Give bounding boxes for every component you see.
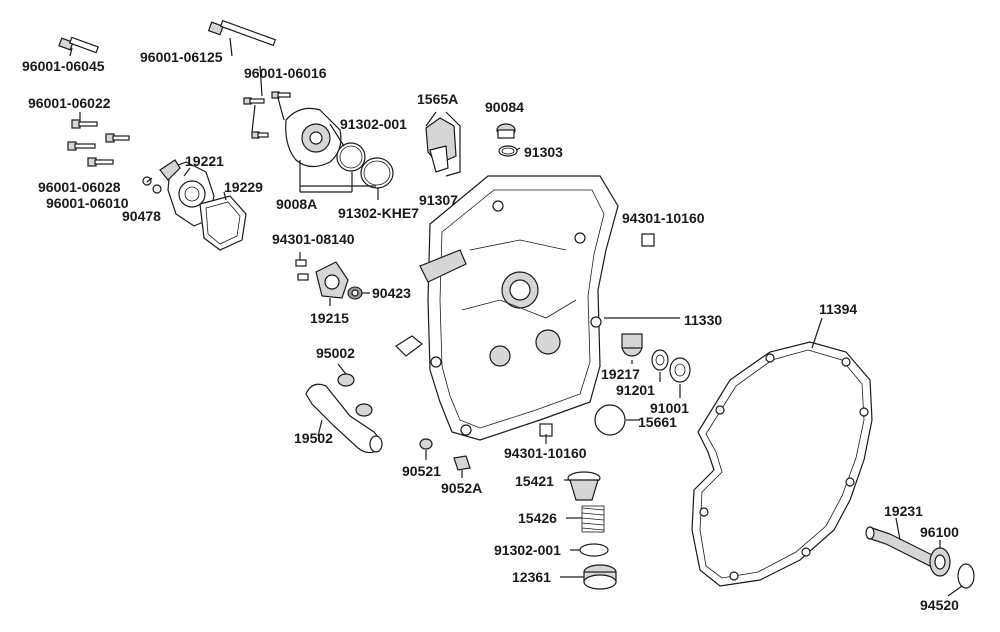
label-19502: 19502 bbox=[294, 430, 333, 446]
label-19217: 19217 bbox=[601, 366, 640, 382]
label-91303: 91303 bbox=[524, 144, 563, 160]
hose-19502 bbox=[305, 383, 383, 454]
label-9052A: 9052A bbox=[441, 480, 482, 496]
label-91302-001-bottom: 91302-001 bbox=[494, 542, 561, 558]
cap-12361 bbox=[583, 564, 617, 590]
label-91302-001-top: 91302-001 bbox=[340, 116, 407, 132]
gasket-19229 bbox=[199, 195, 247, 251]
label-1565A: 1565A bbox=[417, 91, 458, 107]
seal-90423 bbox=[347, 286, 363, 300]
label-94301-08140: 94301-08140 bbox=[272, 231, 355, 247]
water-pump-cover-19221 bbox=[159, 159, 215, 227]
label-90521: 90521 bbox=[402, 463, 441, 479]
label-11394: 11394 bbox=[819, 301, 857, 317]
label-15426: 15426 bbox=[518, 510, 557, 526]
label-96001-06016: 96001-06016 bbox=[244, 65, 327, 81]
bolt-9052A bbox=[453, 455, 471, 471]
label-91001: 91001 bbox=[650, 400, 689, 416]
bolt-96001-06045 bbox=[58, 36, 99, 54]
label-96001-06125: 96001-06125 bbox=[140, 49, 223, 65]
label-91201: 91201 bbox=[616, 382, 655, 398]
thermostat-housing-19215 bbox=[315, 261, 349, 299]
label-96001-06045: 96001-06045 bbox=[22, 58, 105, 74]
bearing-91001 bbox=[669, 357, 691, 383]
label-96001-06022: 96001-06022 bbox=[28, 95, 111, 111]
bolts-96001-06022 bbox=[67, 119, 130, 167]
label-11330: 11330 bbox=[684, 312, 722, 328]
pump-housing-9008A bbox=[285, 107, 394, 189]
spring-15426 bbox=[581, 505, 605, 533]
label-90478: 90478 bbox=[122, 208, 161, 224]
label-94520: 94520 bbox=[920, 597, 959, 613]
bearing-96100 bbox=[929, 547, 951, 577]
label-95002: 95002 bbox=[316, 345, 355, 361]
seal-91201 bbox=[651, 349, 669, 371]
seal-19217 bbox=[621, 333, 643, 357]
plug-90084 bbox=[496, 123, 518, 157]
washers-96001-06010 bbox=[142, 176, 162, 194]
washer-90521 bbox=[419, 438, 433, 450]
label-19229: 19229 bbox=[224, 179, 263, 195]
label-15421: 15421 bbox=[515, 473, 554, 489]
label-90084: 90084 bbox=[485, 99, 524, 115]
crankcase-cover-11330 bbox=[419, 175, 619, 441]
label-19231: 19231 bbox=[884, 503, 923, 519]
label-96001-06010: 96001-06010 bbox=[46, 195, 129, 211]
bolts-96001-06016 bbox=[243, 91, 291, 139]
label-15661: 15661 bbox=[638, 414, 677, 430]
bolt-96001-06125 bbox=[207, 19, 277, 47]
pin-94301-08140 bbox=[295, 259, 309, 281]
label-9008A: 9008A bbox=[276, 196, 317, 212]
gasket-11394 bbox=[691, 341, 873, 587]
leader-lines bbox=[69, 37, 963, 597]
o-ring-91302-001-bottom bbox=[579, 543, 609, 557]
circlip-94520 bbox=[957, 563, 975, 589]
label-19221: 19221 bbox=[185, 153, 224, 169]
label-94301-10160-bottom: 94301-10160 bbox=[504, 445, 587, 461]
clamps-95002 bbox=[337, 373, 373, 417]
label-90423: 90423 bbox=[372, 285, 411, 301]
pipe-stub bbox=[395, 335, 423, 357]
label-12361: 12361 bbox=[512, 569, 551, 585]
dowel-94301-10160-top bbox=[641, 233, 655, 247]
strainer-15421 bbox=[567, 471, 601, 501]
label-91302-KHE7: 91302-KHE7 bbox=[338, 205, 419, 221]
label-96001-06028: 96001-06028 bbox=[38, 179, 121, 195]
label-19215: 19215 bbox=[310, 310, 349, 326]
o-ring-15661 bbox=[594, 404, 626, 436]
label-96100: 96100 bbox=[920, 524, 959, 540]
label-91307: 91307 bbox=[419, 192, 458, 208]
part-number-labels: 96001-06045 96001-06125 96001-06016 9600… bbox=[22, 49, 959, 613]
label-94301-10160-top: 94301-10160 bbox=[622, 210, 705, 226]
filler-plug-1565A bbox=[425, 111, 461, 177]
